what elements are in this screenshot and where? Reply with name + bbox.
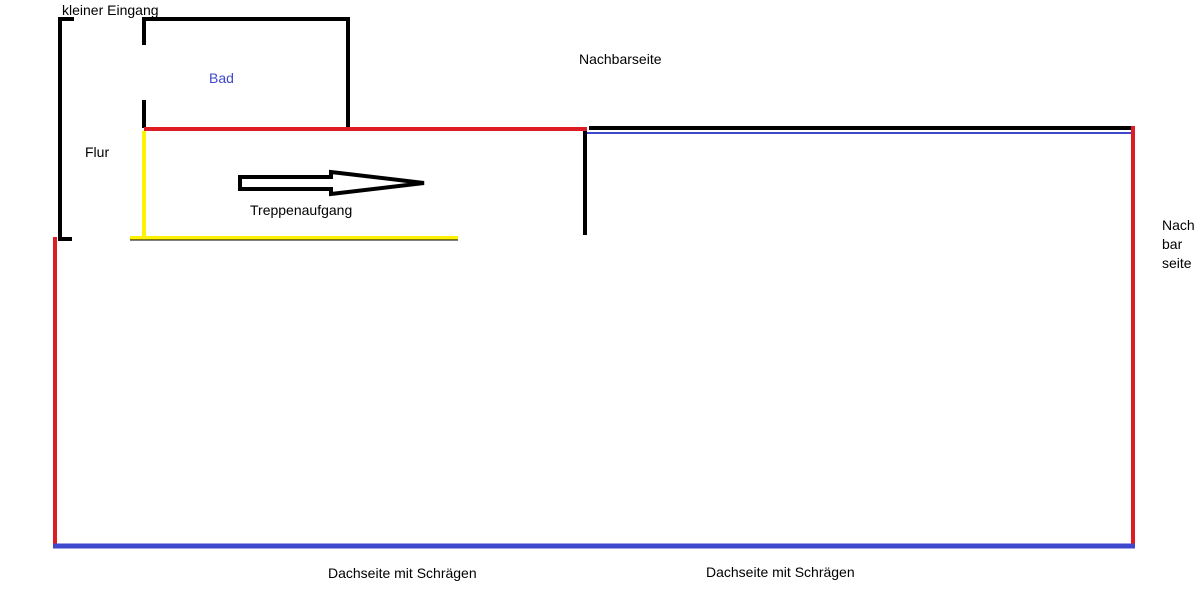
label-dachseite-right: Dachseite mit Schrägen bbox=[706, 564, 855, 580]
bath-wall-top-right bbox=[144, 17, 350, 128]
entrance-wall-left bbox=[58, 17, 74, 241]
label-nachbarseite-right-line: Nach bbox=[1162, 217, 1195, 233]
label-flur: Flur bbox=[85, 144, 110, 160]
label-kleiner-eingang: kleiner Eingang bbox=[62, 2, 159, 18]
label-nachbarseite-right: Nach bar seite bbox=[1162, 216, 1195, 273]
label-bad: Bad bbox=[209, 70, 234, 86]
label-nachbarseite-right-line: seite bbox=[1162, 255, 1192, 271]
label-nachbarseite-top: Nachbarseite bbox=[579, 51, 662, 67]
stair-arrow bbox=[238, 169, 425, 197]
label-treppenaufgang: Treppenaufgang bbox=[250, 202, 353, 218]
label-dachseite-left: Dachseite mit Schrägen bbox=[328, 565, 477, 581]
label-nachbarseite-right-line: bar bbox=[1162, 236, 1183, 252]
